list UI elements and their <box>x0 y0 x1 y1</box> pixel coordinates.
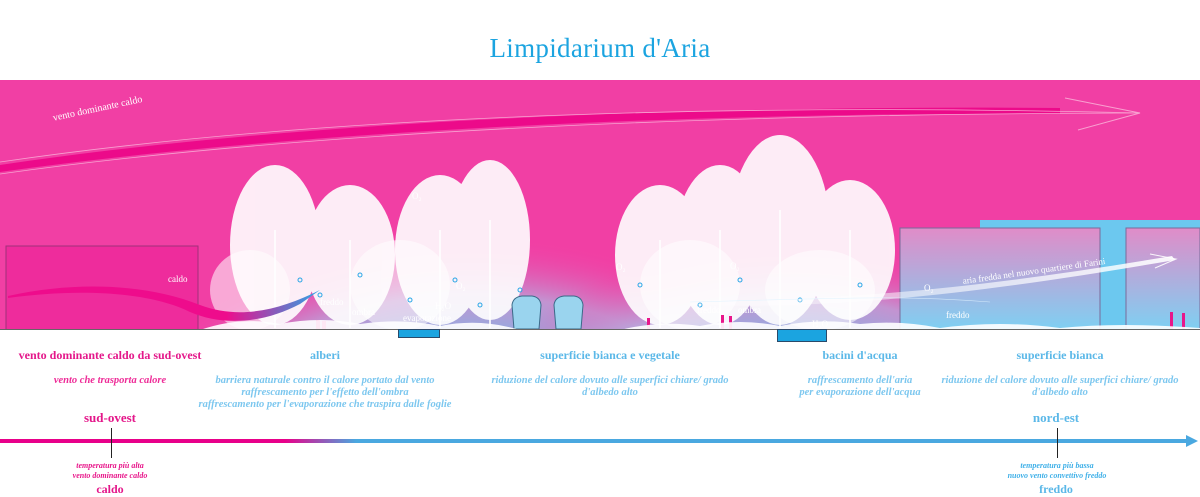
section-desc-white-surface: riduzione del calore dovuto alle superfi… <box>941 375 1179 398</box>
axis-note-left: temperatura più alta vento dominante cal… <box>72 461 148 480</box>
label-ombra-1: ombra <box>352 307 375 317</box>
ground-line <box>0 329 1200 330</box>
section-desc-water-basins: raffrescamento dell'aria per evaporazion… <box>799 375 921 398</box>
axis-label-freddo: freddo <box>1039 482 1073 496</box>
label-freddo-3: freddo <box>946 310 970 320</box>
label-evaporazione: evaporazione <box>403 313 451 323</box>
label-caldo: caldo <box>168 274 188 284</box>
water-basin-2 <box>777 329 827 342</box>
scene-graphic <box>0 97 1200 330</box>
section-heading-water-basins: bacini d'acqua <box>822 348 898 362</box>
axis-label-caldo: caldo <box>96 482 124 496</box>
label-freddo-2: freddo <box>697 305 721 315</box>
section-illustration: vento dominante caldo caldo freddo ombra… <box>0 80 1200 330</box>
label-ombra-2: ombra <box>738 305 761 315</box>
section-heading-wind: vento dominante caldo da sud-ovest <box>18 348 202 362</box>
label-o2-1: O₂ <box>456 281 466 291</box>
label-o2-5: O₂ <box>924 283 934 293</box>
axis-direction-right: nord-est <box>1032 410 1080 425</box>
water-basin-1 <box>398 329 440 338</box>
label-freddo-1: freddo <box>320 297 344 307</box>
label-o2-2: O₂ <box>412 191 422 201</box>
temperature-axis-arrow <box>0 435 1198 447</box>
section-desc-wind: vento che trasporta calore <box>53 375 167 386</box>
axis-direction-left: sud-ovest <box>83 410 136 425</box>
label-h2o-2: H₂O <box>812 319 829 329</box>
label-h2o-1: H₂O <box>435 301 452 311</box>
diagram-title: Limpidarium d'Aria <box>489 33 711 63</box>
axis-note-right: temperatura più bassa nuovo vento convet… <box>1007 461 1107 480</box>
label-o2-3: O₂ <box>616 262 626 272</box>
section-heading-white-veg-surface: superficie bianca e vegetale <box>540 348 680 362</box>
label-o2-4: O₂ <box>730 261 740 271</box>
section-heading-trees: alberi <box>310 348 340 362</box>
section-desc-trees: barriera naturale contro il calore porta… <box>198 375 452 410</box>
axis-tick-left <box>111 428 112 458</box>
section-heading-white-surface: superficie bianca <box>1016 348 1104 362</box>
section-desc-white-veg-surface: riduzione del calore dovuto alle superfi… <box>491 375 729 398</box>
axis-tick-right <box>1057 428 1058 458</box>
